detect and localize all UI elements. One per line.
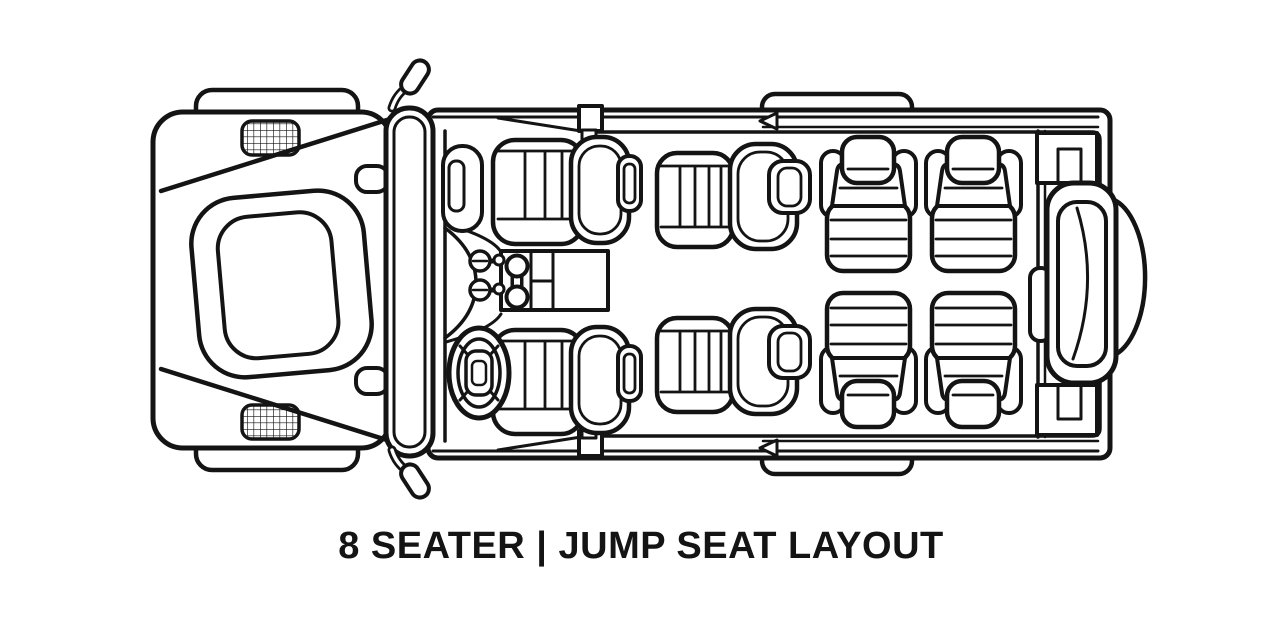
cab-controls	[441, 129, 610, 443]
side-mirror-bottom	[387, 445, 431, 500]
rear-panel-bottom-notch	[1056, 383, 1083, 421]
seat-front-passenger	[493, 137, 641, 244]
gear-shifter	[504, 253, 530, 310]
knob-tip	[492, 282, 506, 296]
rear-panel-bottom	[1035, 383, 1099, 437]
side-mirror-top	[387, 58, 431, 113]
cowl-vent-top	[354, 164, 390, 194]
jump-seat-bottom-left	[821, 293, 916, 427]
door-rail-tip-bottom	[758, 438, 779, 458]
jump-seat-top-right	[926, 137, 1021, 271]
steering-hub	[464, 349, 494, 397]
sliding-door-rails	[761, 125, 1100, 443]
control-knob-bottom	[468, 278, 506, 302]
a-pillar-lines	[496, 116, 583, 452]
jump-seat-bottom-right	[926, 293, 1021, 427]
rear-interior	[1028, 129, 1099, 439]
headlight-top	[240, 119, 301, 157]
b-pillar-top	[577, 104, 604, 133]
hood-panel-inner	[215, 210, 341, 361]
cowl-vent-bottom	[354, 366, 390, 396]
windshield-outer	[383, 105, 436, 459]
windshield	[383, 105, 436, 459]
steering-wheel	[446, 325, 512, 421]
seat-driver	[493, 327, 641, 434]
jump-seat-top-left	[821, 137, 916, 271]
mirror-head	[399, 58, 431, 96]
shifter-knob-top	[504, 253, 530, 279]
hood-panel-outer	[189, 188, 374, 380]
control-knob-top	[468, 249, 506, 273]
windshield-inner	[392, 115, 427, 449]
knob-tip	[492, 253, 506, 267]
headlight-bottom	[240, 403, 301, 441]
center-console-dividers	[529, 249, 555, 312]
hood-panel	[189, 188, 374, 380]
seat-row2-top	[657, 144, 810, 249]
seat-row2-bottom	[657, 309, 810, 414]
rear-window-glass-curve	[1071, 206, 1090, 361]
rear-door	[1044, 180, 1148, 386]
diagram-title: 8 SEATER | JUMP SEAT LAYOUT	[338, 525, 944, 567]
rear-window	[1056, 200, 1108, 368]
spare-tire	[1109, 196, 1148, 359]
door-rail-tip-top	[758, 111, 779, 131]
rear-panel-top-notch	[1056, 147, 1083, 185]
shifter-knob-bottom	[504, 284, 530, 310]
instrument-pod-inner	[447, 159, 466, 213]
front-end	[150, 109, 394, 451]
steering-spokes	[458, 344, 500, 402]
mirror-head	[399, 462, 431, 500]
steering-hub-inner	[470, 359, 488, 387]
rear-panel-top	[1035, 131, 1099, 185]
steering-rim-inner	[456, 337, 502, 409]
